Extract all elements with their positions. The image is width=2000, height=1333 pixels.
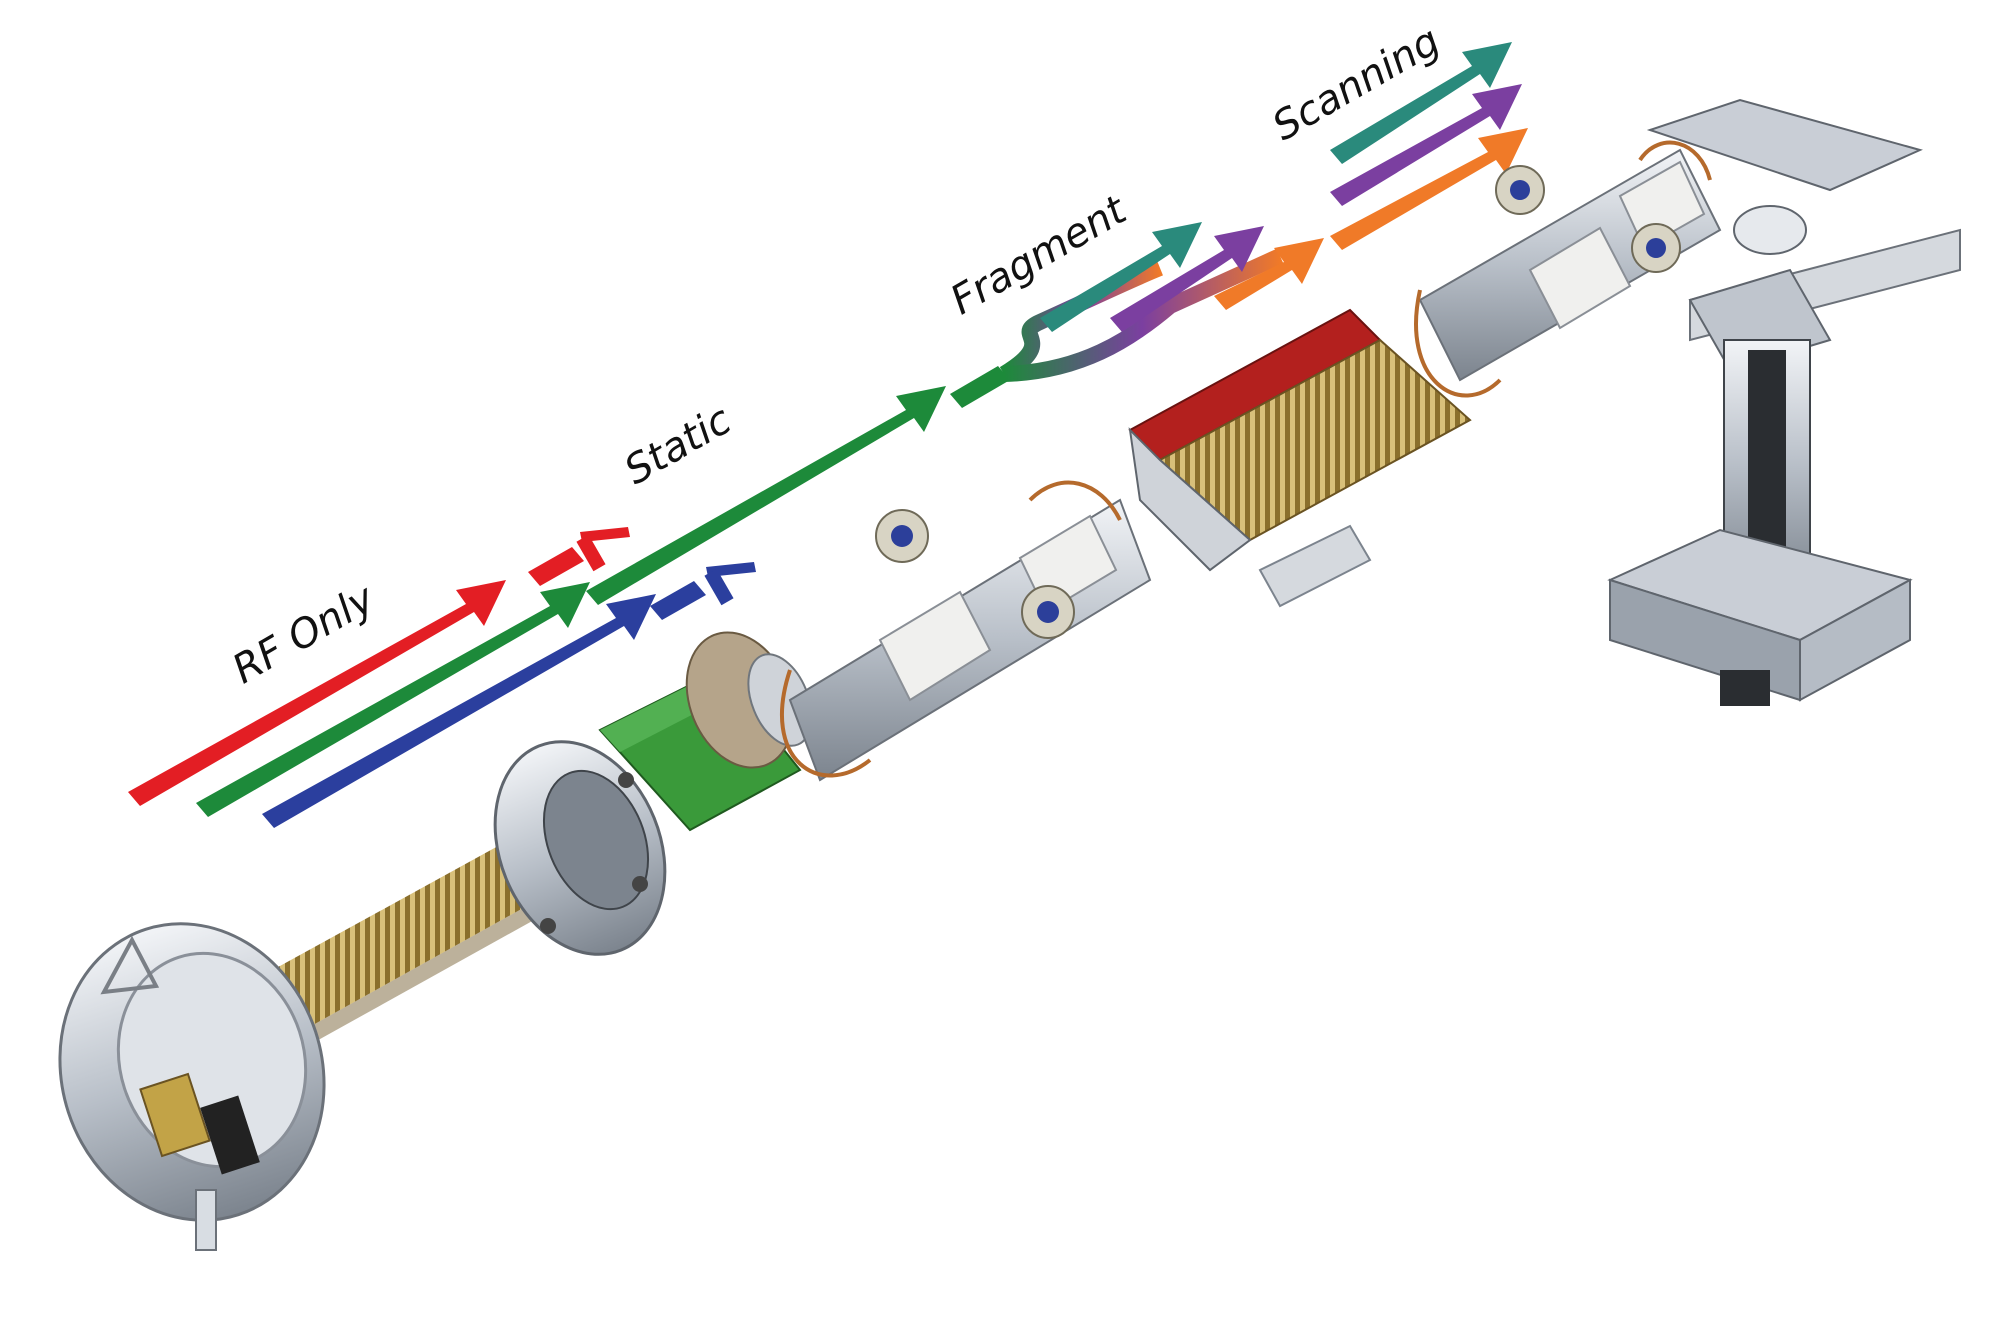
quad1-copper-wire (779, 480, 1122, 778)
rf-only-green-arrow (196, 582, 590, 817)
laser-warning-icon (100, 935, 160, 995)
fragment-purple-arrow (1110, 226, 1264, 332)
quadrupole-2 (1414, 140, 1722, 398)
scanning-teal-arrow (1330, 42, 1512, 164)
flange-inner (542, 769, 650, 911)
scanning-orange-arrow (1330, 128, 1528, 250)
flange-bolt (632, 876, 648, 892)
quad1-block-front (878, 590, 992, 702)
fragment-lower-curve (1003, 248, 1284, 382)
stacked-ring-cell (1128, 308, 1472, 608)
static-red-bar (580, 527, 630, 542)
fragment-green-stem (950, 366, 1010, 408)
detector-foot (1720, 670, 1770, 706)
detector-assembly (1607, 98, 1961, 706)
quad2-block-front (1528, 226, 1632, 330)
mass-spectrometer-assembly (58, 98, 1961, 1251)
funnel-rod-stack-shadow (250, 882, 570, 1078)
vacuum-flange (493, 740, 667, 956)
flange-bolt (618, 772, 634, 788)
detector-cap (1733, 205, 1807, 255)
quad1-knob-center (891, 525, 913, 547)
ion-source-assembly (58, 922, 326, 1251)
quad2-knob-center (1510, 180, 1530, 200)
static-blue-block (650, 581, 706, 620)
source-black-block (200, 1095, 260, 1175)
ion-funnel (240, 812, 570, 1078)
rf-only-blue-arrow (262, 594, 656, 828)
ring-cell-front-plate (1128, 427, 1252, 572)
detector-base-side (1799, 578, 1911, 702)
flange-bolt (540, 918, 556, 934)
fragment-orange-arrow (1214, 238, 1324, 310)
static-red-stem (576, 534, 606, 572)
source-probe (195, 1189, 217, 1251)
funnel-rod-stack (240, 812, 570, 1060)
rf-only-red-arrow (128, 580, 506, 806)
quad2-block-back (1618, 160, 1706, 250)
static-blue-stem (704, 568, 734, 606)
scanning-purple-arrow (1330, 84, 1522, 206)
pcb-assembly (598, 631, 813, 832)
source-gold-clamp (139, 1072, 211, 1158)
static-green-arrow (586, 386, 946, 605)
ring-cell-base (1258, 524, 1372, 608)
detector-top-plate (1646, 98, 1923, 192)
fragment-teal-arrow (1040, 222, 1202, 332)
static-red-block (528, 547, 584, 586)
ion-path-arrows (128, 42, 1528, 828)
quadrupole-1 (779, 480, 1152, 782)
quad2-knob-center (1646, 238, 1666, 258)
quad2-copper-wire (1414, 140, 1712, 398)
quad1-knob-center (1037, 601, 1059, 623)
